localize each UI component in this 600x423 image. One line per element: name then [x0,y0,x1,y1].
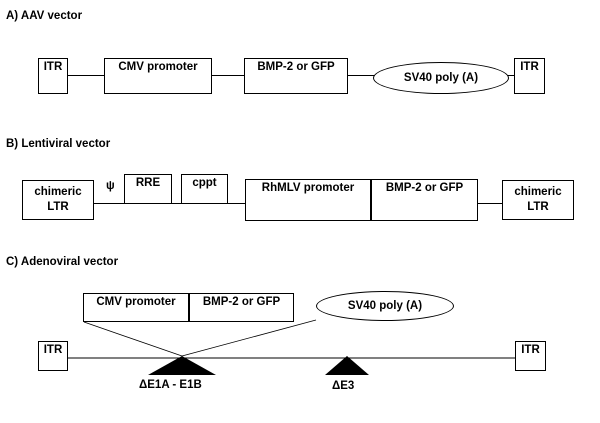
insert-guide-right [181,319,317,357]
e3-deletion-triangle [325,356,369,375]
aav-transgene: BMP-2 or GFP [244,58,348,94]
lentiviral-ltr-left: chimeric LTR [22,180,94,220]
lentiviral-title: B) Lentiviral vector [6,138,111,150]
lentiviral-ltr-right-line1: chimeric [514,186,562,198]
e1-deletion-triangle [148,356,216,375]
insert-guide-left [83,321,183,357]
adenoviral-sv40-polya: SV40 poly (A) [316,291,454,321]
lentiviral-cppt: cppt [181,174,228,204]
lentiviral-rre: RRE [124,174,172,204]
adenoviral-itr-right: ITR [515,341,546,371]
lentiviral-psi-label: ψ [106,180,115,192]
adenoviral-title: C) Adenoviral vector [6,256,119,268]
lentiviral-ltr-right: chimeric LTR [502,180,574,220]
lentiviral-rhmlv-promoter: RhMLV promoter [245,179,371,221]
adenoviral-cmv-promoter: CMV promoter [83,293,189,322]
aav-itr-left: ITR [38,58,68,94]
adenoviral-transgene: BMP-2 or GFP [189,293,294,322]
aav-title: A) AAV vector [6,10,83,22]
deletion-e1-label: ΔE1A - E1B [139,379,202,391]
lentiviral-ltr-left-line2: LTR [47,201,69,213]
lentiviral-transgene: BMP-2 or GFP [371,179,478,221]
lentiviral-ltr-left-line1: chimeric [34,186,82,198]
aav-itr-right: ITR [514,58,545,94]
lentiviral-ltr-right-line2: LTR [527,201,549,213]
aav-cmv-promoter: CMV promoter [104,58,212,94]
deletion-e3-label: ΔE3 [332,380,355,392]
aav-sv40-polya: SV40 poly (A) [373,62,509,94]
adenoviral-itr-left: ITR [38,341,68,371]
